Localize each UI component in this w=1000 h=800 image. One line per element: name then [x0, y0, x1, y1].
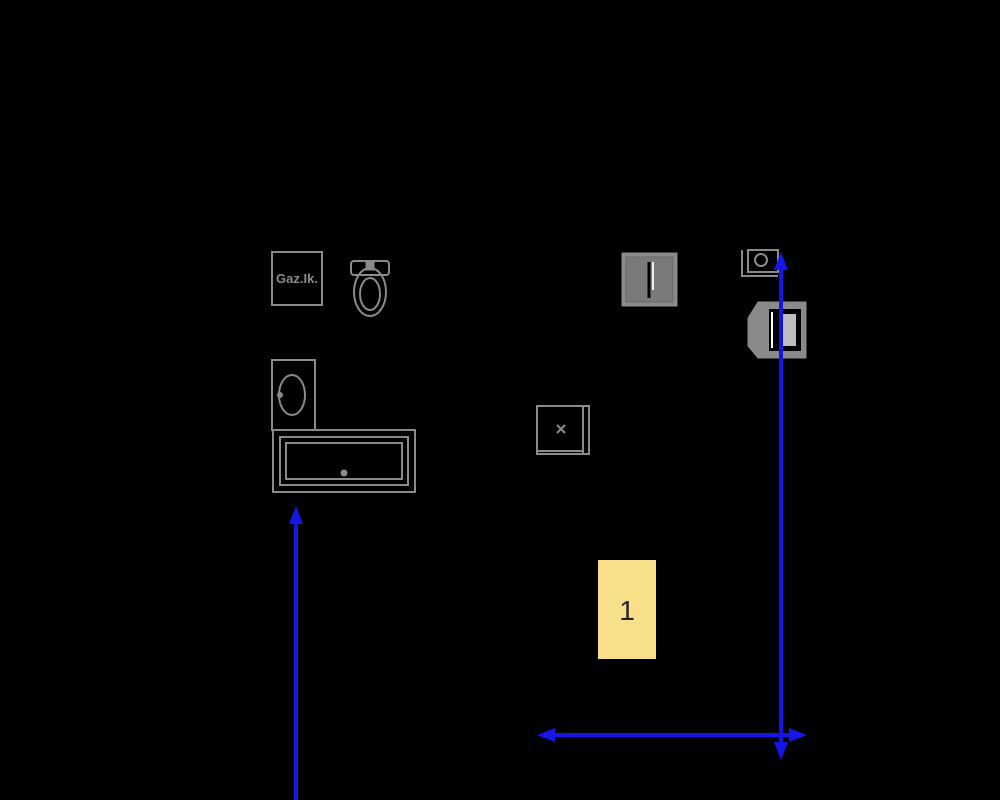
bottom-horizontal-arrow — [537, 728, 807, 742]
boiler-label: Gaz.Ik. — [276, 271, 318, 286]
refrigerator-icon — [621, 252, 678, 307]
right-vertical-arrow — [774, 252, 788, 760]
boiler-icon: Gaz.Ik. — [271, 251, 323, 306]
room-number: 1 — [619, 595, 635, 626]
stove-icon — [747, 301, 807, 359]
washbasin-icon — [271, 359, 316, 431]
bathtub-icon — [272, 429, 416, 493]
left-vertical-arrow — [289, 506, 303, 800]
room-label: 1 — [598, 560, 656, 659]
toilet-icon — [350, 260, 390, 317]
cabinet-icon — [536, 405, 590, 455]
kitchen-sink-icon — [741, 249, 779, 277]
